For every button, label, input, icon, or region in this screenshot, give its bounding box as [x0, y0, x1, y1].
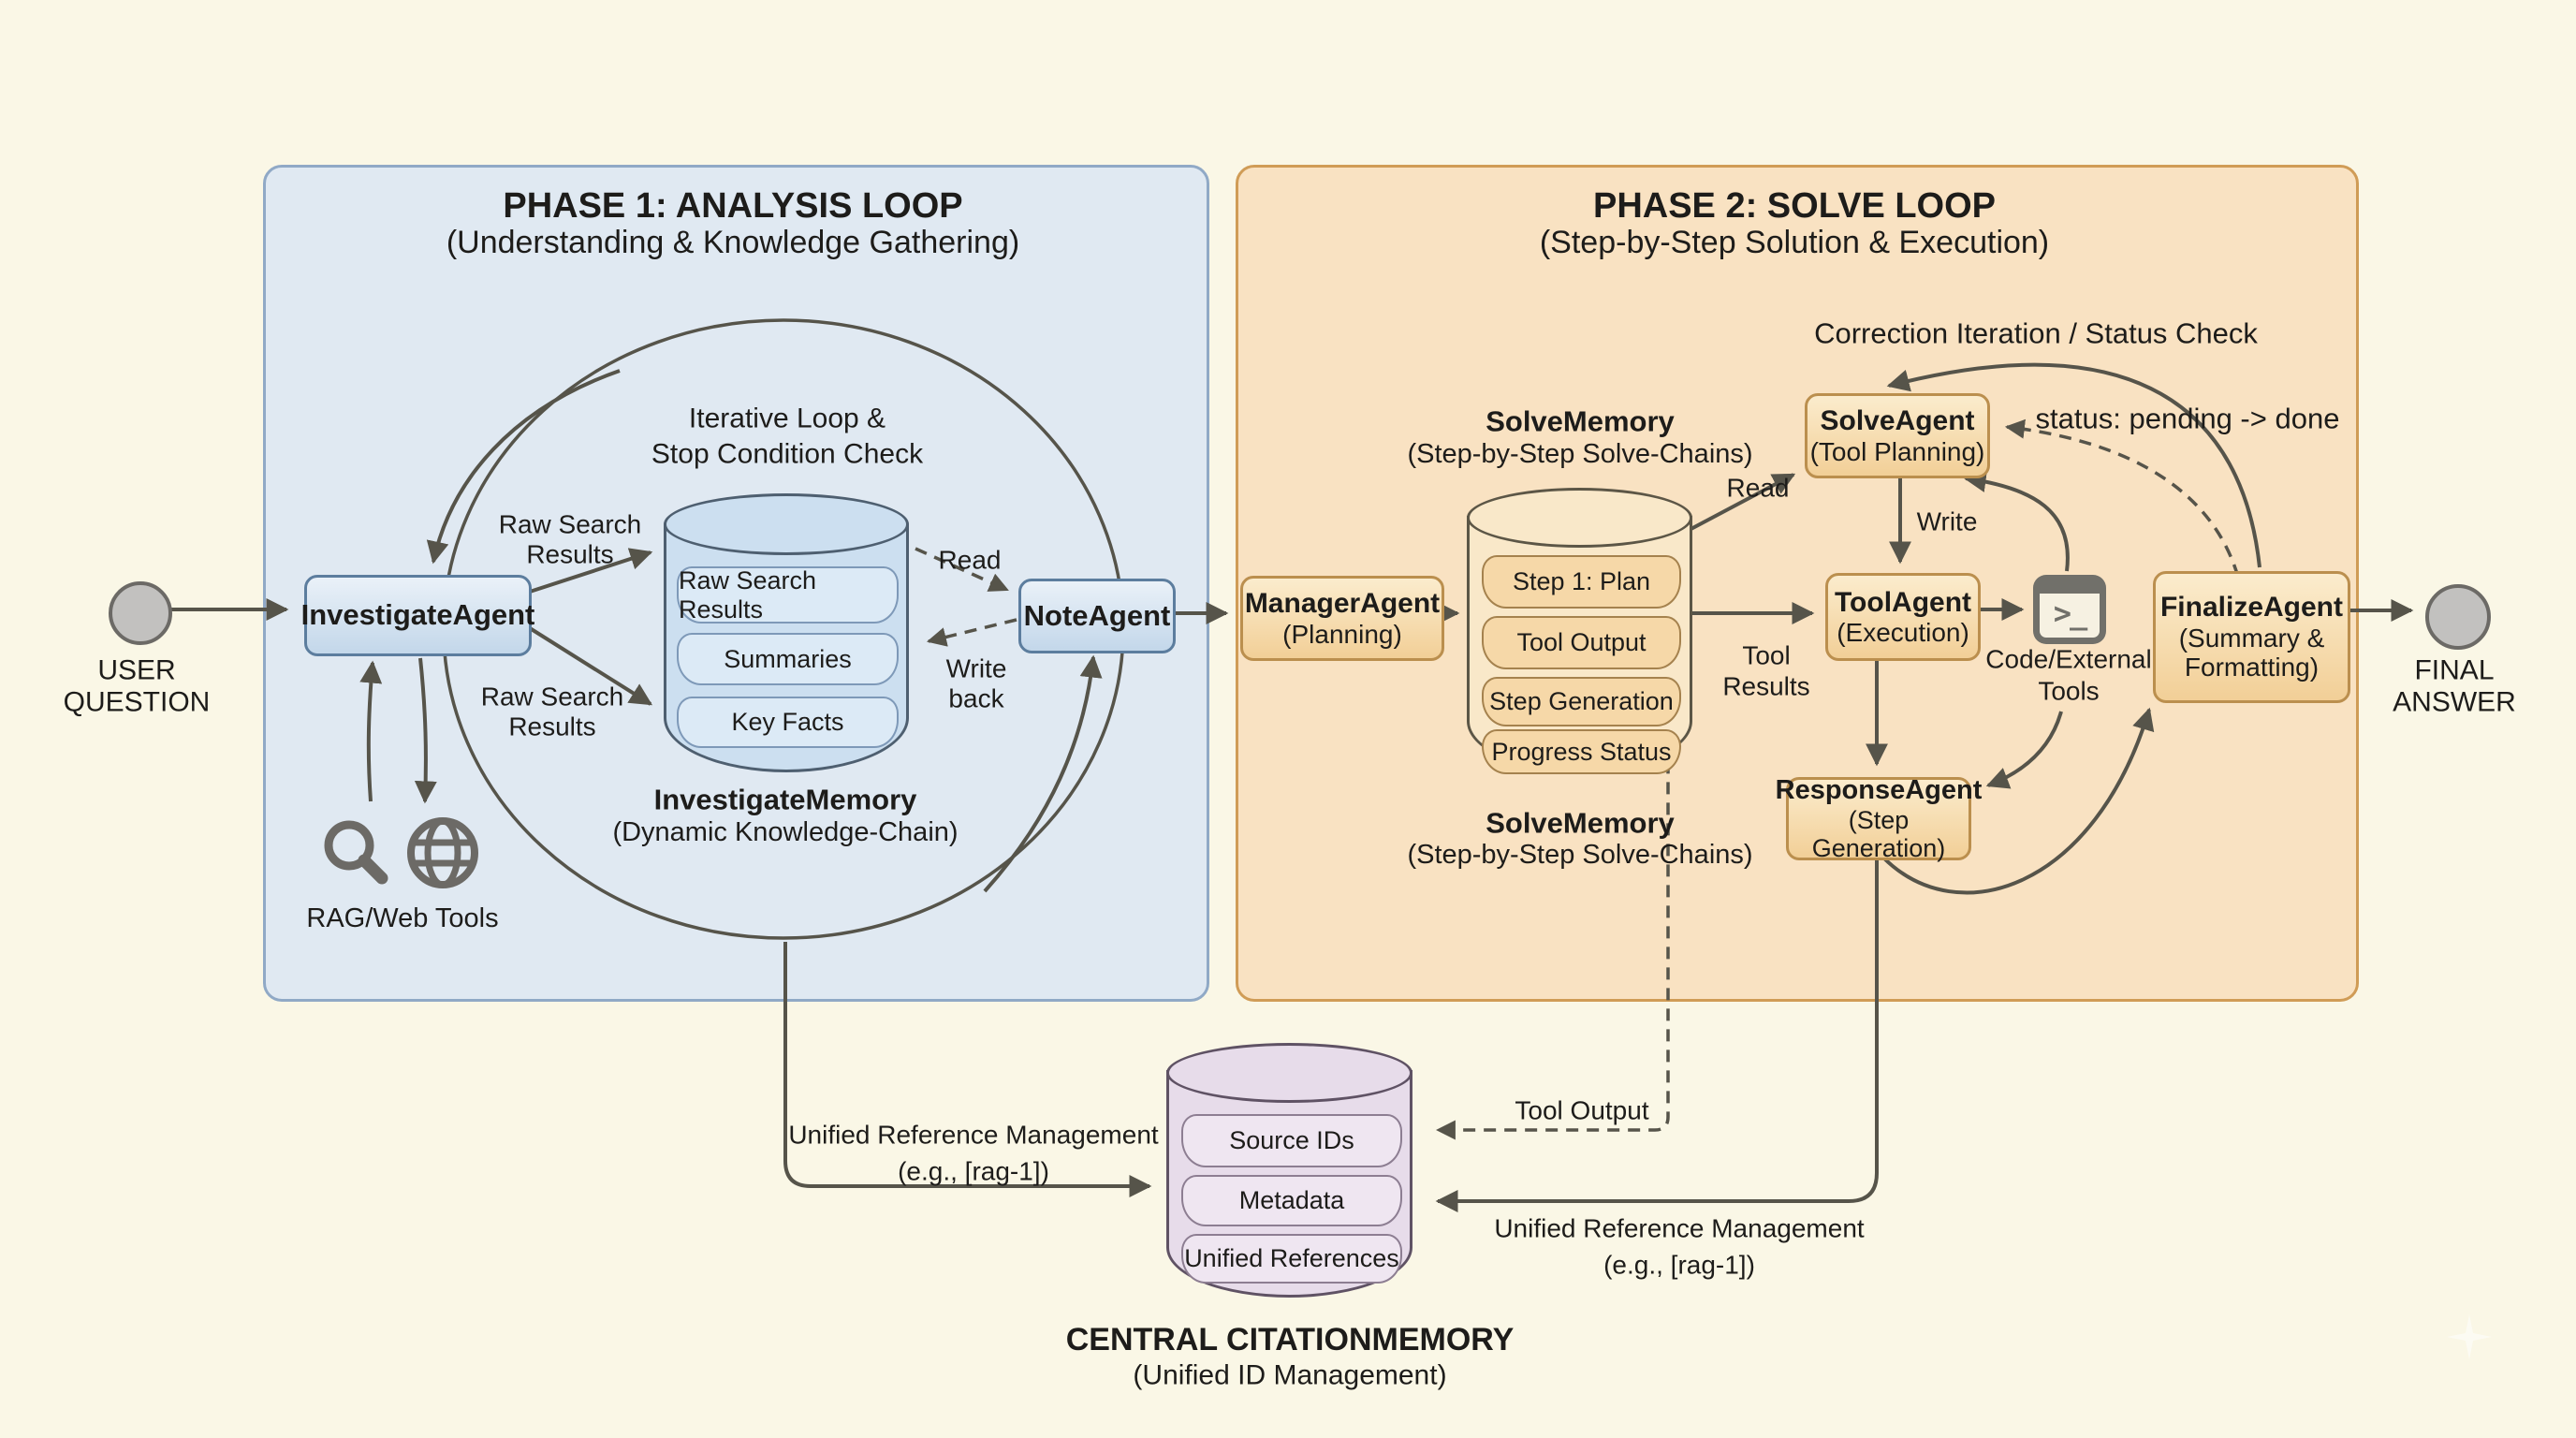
status-pending-done-label: status: pending -> done	[2035, 402, 2340, 435]
solve-agent-box: SolveAgent (Tool Planning)	[1805, 393, 1990, 478]
memory-row: Metadata	[1181, 1175, 1402, 1226]
tool-agent-box: ToolAgent (Execution)	[1825, 573, 1981, 661]
final-answer-node	[2425, 584, 2491, 650]
arrow-investigate-to-tools	[414, 657, 437, 804]
unified-ref-right-label-2: (e.g., [rag-1])	[1603, 1250, 1755, 1280]
tool-results-label-2: Results	[1722, 671, 1810, 701]
arrow-correction-iteration	[1886, 362, 2261, 568]
memory-row: Tool Output	[1482, 616, 1681, 669]
final-answer-label-2: ANSWER	[2393, 686, 2516, 718]
arrow-tools-to-investigate	[359, 660, 383, 802]
globe-icon	[407, 817, 478, 888]
correction-iteration-label: Correction Iteration / Status Check	[1814, 316, 2258, 350]
cylinder-top	[1467, 488, 1692, 548]
arrow-terminal-to-solveagent	[1963, 470, 2070, 572]
memory-row: Progress Status	[1482, 729, 1681, 774]
rag-web-tools-label: RAG/Web Tools	[306, 902, 499, 933]
memory-row: Raw Search Results	[677, 566, 899, 624]
user-question-label-1: USER	[97, 654, 176, 686]
final-answer-label-1: FINAL	[2414, 654, 2495, 686]
solve-memory-subtitle-bottom: (Step-by-Step Solve-Chains)	[1407, 839, 1753, 870]
arrow-investigate-to-memory-bottom	[528, 626, 653, 706]
code-external-tools-label-2: Tools	[2038, 676, 2100, 706]
phase2-title: PHASE 2: SOLVE LOOP	[1592, 186, 1997, 227]
phase1-subtitle: (Understanding & Knowledge Gathering)	[446, 225, 1020, 261]
memory-row: Summaries	[677, 633, 899, 685]
investigate-agent-label: InvestigateAgent	[300, 598, 535, 632]
arrow-phase2-to-citation	[1435, 858, 1879, 1212]
code-external-tools-label-1: Code/External	[1985, 644, 2152, 674]
writeback-label-1: Write	[945, 653, 1007, 683]
solve-memory-title-top: SolveMemory	[1486, 404, 1675, 438]
memory-row: Step Generation	[1482, 677, 1681, 726]
raw-search-top-label-2: Results	[526, 539, 614, 569]
investigate-memory-cylinder: Raw Search Results Summaries Key Facts	[664, 493, 909, 772]
finalize-agent-label: FinalizeAgent	[2159, 592, 2343, 624]
terminal-glyph: >_	[2053, 594, 2088, 631]
sparkle-icon	[2447, 1314, 2492, 1359]
arrow-terminal-to-response	[1985, 711, 2063, 789]
note-agent-label: NoteAgent	[1023, 598, 1171, 632]
manager-agent-label: ManagerAgent	[1244, 588, 1441, 620]
read-label-phase2: Read	[1726, 473, 1790, 503]
citation-memory-subtitle: (Unified ID Management)	[1133, 1359, 1447, 1391]
read-label-phase1: Read	[938, 545, 1002, 575]
search-icon	[324, 820, 388, 885]
writeback-label-2: back	[948, 683, 1004, 713]
arrow-read-dashed	[915, 547, 1009, 592]
memory-row: Step 1: Plan	[1482, 555, 1681, 609]
investigate-agent-box: InvestigateAgent	[300, 575, 535, 656]
investigate-memory-subtitle: (Dynamic Knowledge-Chain)	[612, 816, 959, 847]
phase2-subtitle: (Step-by-Step Solution & Execution)	[1539, 225, 2050, 261]
unified-ref-left-label-1: Unified Reference Management	[788, 1120, 1159, 1150]
phase1-title: PHASE 1: ANALYSIS LOOP	[503, 186, 963, 227]
manager-agent-role: (Planning)	[1282, 619, 1402, 649]
citation-memory-title: CENTRAL CITATIONMEMORY	[1065, 1322, 1515, 1358]
note-agent-box: NoteAgent	[1018, 579, 1176, 653]
raw-search-bottom-label-2: Results	[508, 712, 596, 741]
solve-agent-label: SolveAgent	[1820, 405, 1975, 437]
solve-agent-role: (Tool Planning)	[1809, 436, 1985, 466]
user-question-label-2: QUESTION	[63, 686, 211, 718]
investigate-memory-title: InvestigateMemory	[653, 783, 917, 816]
arrow-writeback-dashed	[926, 618, 1017, 647]
arrow-response-to-finalize	[1881, 707, 2155, 895]
tool-agent-label: ToolAgent	[1834, 586, 1972, 618]
arrow-phase1-to-citation	[783, 942, 1152, 1197]
cylinder-top	[1166, 1043, 1412, 1103]
arrow-tooloutput-dashed	[1435, 723, 1670, 1140]
memory-row: Key Facts	[677, 697, 899, 748]
terminal-icon: >_	[2033, 575, 2106, 644]
finalize-agent-role-2: Formatting)	[2184, 653, 2320, 682]
finalize-agent-box: FinalizeAgent (Summary & Formatting)	[2153, 571, 2350, 703]
memory-row: Unified References	[1181, 1234, 1402, 1284]
phase1-loop-label-1: Iterative Loop &	[688, 403, 886, 434]
response-agent-label: ResponseAgent	[1775, 775, 1983, 806]
user-question-node	[109, 581, 172, 645]
raw-search-top-label-1: Raw Search	[498, 509, 642, 539]
response-agent-role: (Step Generation)	[1811, 805, 1946, 862]
phase1-loop-label-2: Stop Condition Check	[651, 438, 924, 470]
tool-agent-role: (Execution)	[1837, 618, 1969, 648]
solve-memory-cylinder: Step 1: Plan Tool Output Step Generation…	[1467, 488, 1692, 774]
arrow-loop-to-note	[983, 654, 1103, 893]
arrow-loop-to-investigate	[426, 369, 621, 565]
arrow-investigate-to-memory-top	[529, 548, 653, 594]
cylinder-top	[664, 493, 909, 555]
finalize-agent-role-1: (Summary &	[2178, 623, 2325, 653]
raw-search-bottom-label-1: Raw Search	[480, 682, 624, 712]
solve-memory-title-bottom: SolveMemory	[1486, 806, 1675, 840]
tool-output-label: Tool Output	[1515, 1095, 1649, 1125]
write-label-phase2: Write	[1916, 506, 1978, 536]
response-agent-box: ResponseAgent (Step Generation)	[1776, 775, 1983, 862]
unified-ref-right-label-1: Unified Reference Management	[1494, 1213, 1865, 1243]
citation-memory-cylinder: Source IDs Metadata Unified References	[1166, 1043, 1412, 1298]
solve-memory-subtitle-top: (Step-by-Step Solve-Chains)	[1407, 438, 1753, 469]
tool-results-label-1: Tool	[1742, 640, 1791, 670]
manager-agent-box: ManagerAgent (Planning)	[1240, 576, 1444, 661]
unified-ref-left-label-2: (e.g., [rag-1])	[898, 1156, 1049, 1186]
memory-row: Source IDs	[1181, 1114, 1402, 1167]
